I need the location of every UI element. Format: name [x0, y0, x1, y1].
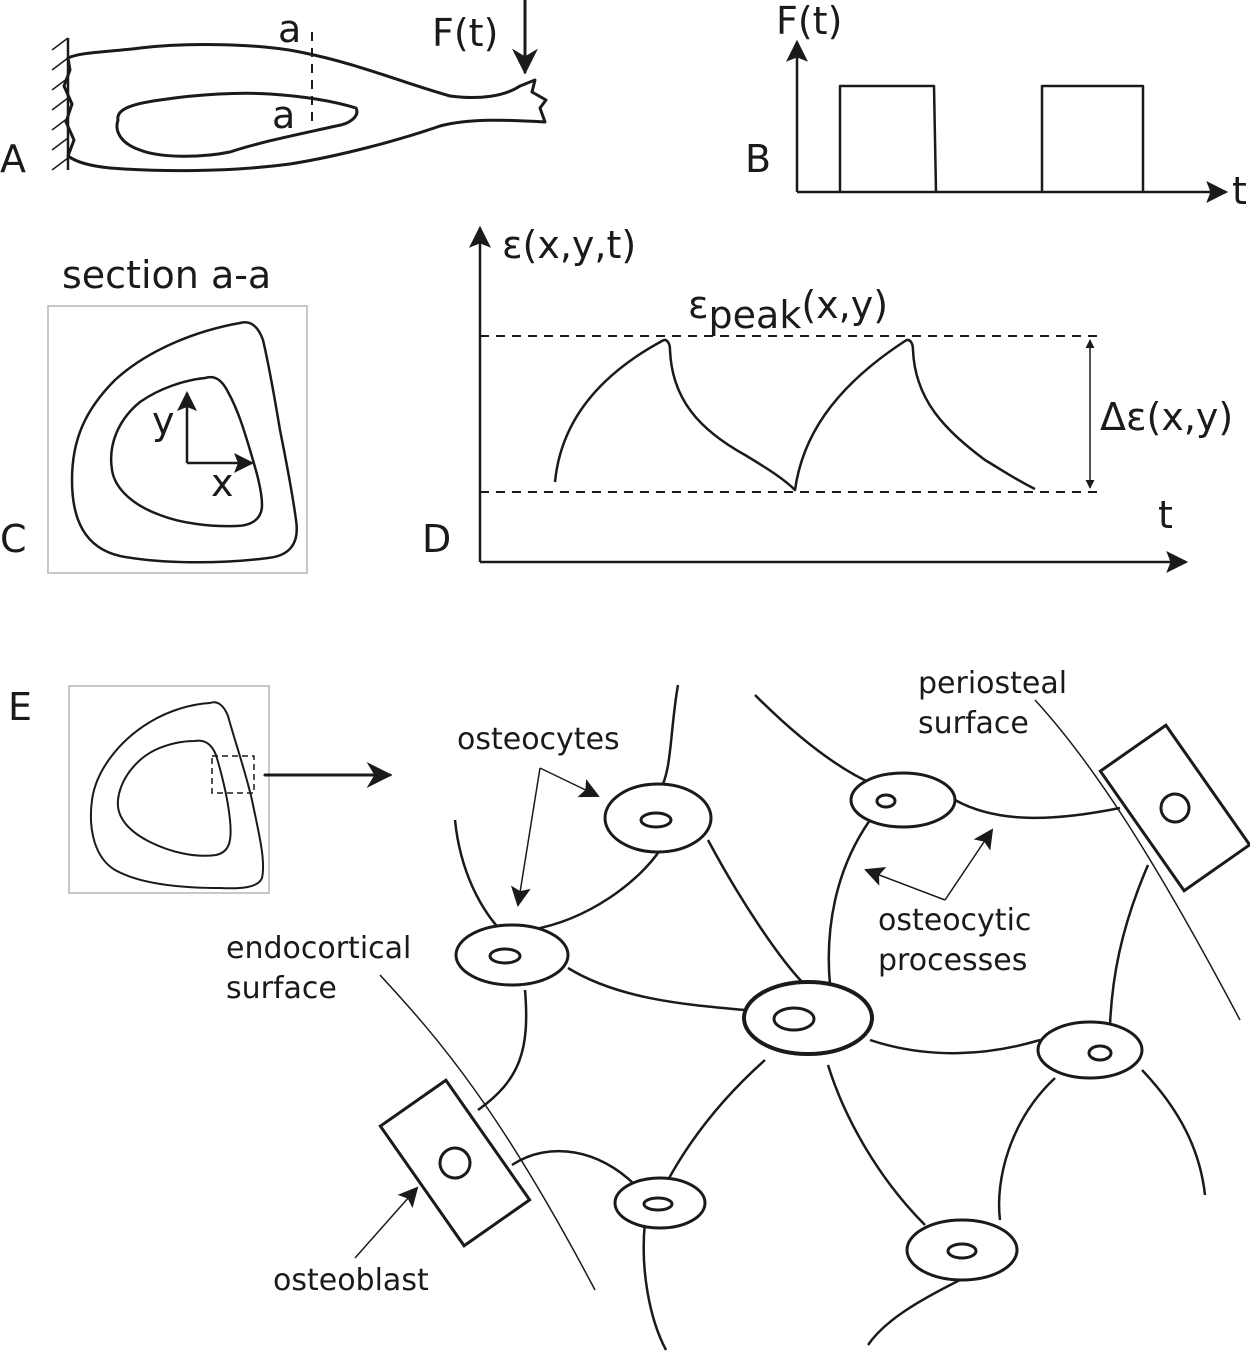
- osteocyte: [905, 1218, 1019, 1282]
- processes-pointer-2: [944, 828, 994, 901]
- osteocytic-network: [453, 684, 1207, 1351]
- panel-b-x-label: t: [1232, 169, 1247, 213]
- panel-b-letter: B: [745, 137, 771, 181]
- thumbnail-inner-outline: [116, 739, 232, 857]
- thumbnail-outer-outline: [89, 701, 265, 890]
- osteocyte: [603, 782, 713, 854]
- endocortical-surface-line: [379, 974, 596, 1291]
- osteoblast-pointer: [354, 1186, 419, 1259]
- panel-e: E: [8, 666, 1250, 1351]
- bone-outline: [62, 43, 548, 173]
- osteocytes-pointer-2: [510, 767, 541, 907]
- osteocyte: [454, 923, 570, 987]
- section-x-label: x: [211, 461, 234, 505]
- osteocytes-label: osteocytes: [457, 722, 620, 757]
- section-outer-outline: [70, 321, 299, 564]
- panel-d-x-label: t: [1158, 493, 1173, 537]
- panel-a-letter: A: [0, 137, 26, 181]
- panel-c: C section a-a y x: [0, 253, 308, 574]
- osteoblast-endocortical: [378, 1078, 532, 1248]
- panel-c-title: section a-a: [62, 253, 271, 297]
- panel-d: D ε(x,y,t) t εpeak(x,y) Δε(x,y): [422, 223, 1233, 573]
- osteoblast-periosteal: [1098, 723, 1250, 893]
- fixed-wall-hatching: [51, 37, 70, 171]
- processes-pointer-1: [864, 867, 946, 901]
- panel-e-letter: E: [8, 685, 32, 729]
- strain-range-label: Δε(x,y): [1100, 395, 1233, 439]
- medullary-cavity-outline: [115, 91, 359, 158]
- panel-b: B F(t) t: [745, 0, 1247, 213]
- endocortical-label-line2: surface: [226, 971, 337, 1006]
- periosteal-label-line2: surface: [918, 706, 1029, 741]
- load-pulse-1: [838, 84, 938, 193]
- endocortical-label-line1: endocortical: [226, 931, 411, 966]
- osteocyte: [849, 771, 957, 829]
- osteocyte: [1036, 1020, 1144, 1080]
- periosteal-surface-line: [1034, 699, 1241, 1021]
- section-inner-outline: [109, 375, 264, 528]
- load-pulse-2: [1040, 84, 1145, 192]
- osteocyte: [613, 1176, 707, 1230]
- thumbnail-frame: [68, 685, 270, 894]
- panel-a: A a a F(t): [0, 0, 548, 181]
- zoom-region-box: [211, 755, 255, 794]
- osteocyte-center: [742, 980, 874, 1056]
- periosteal-label-line1: periosteal: [918, 666, 1067, 701]
- panel-b-y-label: F(t): [776, 0, 842, 43]
- panel-d-letter: D: [422, 517, 451, 561]
- section-mark-top: a: [278, 7, 301, 51]
- osteoblast-label: osteoblast: [273, 1263, 429, 1298]
- processes-label-line1: osteocytic: [878, 903, 1031, 938]
- section-mark-bottom: a: [272, 93, 295, 137]
- panel-c-letter: C: [0, 517, 27, 561]
- processes-label-line2: processes: [878, 943, 1027, 978]
- strain-curve: [553, 338, 1036, 492]
- osteocytes-pointer-1: [539, 767, 600, 798]
- panel-d-y-label: ε(x,y,t): [502, 223, 636, 267]
- section-y-label: y: [152, 399, 175, 443]
- peak-strain-label: εpeak(x,y): [688, 283, 888, 337]
- section-frame: [47, 305, 308, 574]
- force-label: F(t): [432, 11, 498, 55]
